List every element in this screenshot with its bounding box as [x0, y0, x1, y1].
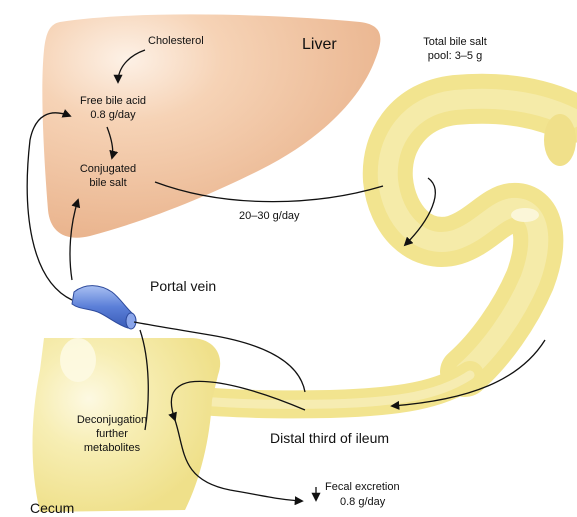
deconjugation-label: Deconjugation	[62, 414, 162, 427]
further-label: further	[62, 428, 162, 441]
portal-vein-label: Portal vein	[150, 278, 216, 294]
conjugated-label: Conjugated	[68, 163, 148, 176]
free-bile-acid-rate: 0.8 g/day	[73, 109, 153, 122]
pool-label-line2: pool: 3–5 g	[400, 50, 510, 63]
metabolites-label: metabolites	[62, 442, 162, 455]
fecal-excretion-label: Fecal excretion	[325, 481, 400, 494]
liver-label: Liver	[302, 36, 337, 54]
small-intestine	[388, 99, 576, 372]
flow-rate-label: 20–30 g/day	[239, 210, 300, 223]
pool-label-line1: Total bile salt	[400, 36, 510, 49]
distal-ileum	[190, 375, 470, 404]
free-bile-acid-label: Free bile acid	[73, 95, 153, 108]
fecal-rate-label: 0.8 g/day	[340, 496, 385, 509]
cholesterol-label: Cholesterol	[148, 35, 204, 48]
cecum-label: Cecum	[30, 500, 74, 516]
distal-ileum-label: Distal third of ileum	[270, 430, 389, 446]
bile-salt-label: bile salt	[68, 177, 148, 190]
portal-vein	[72, 286, 136, 329]
